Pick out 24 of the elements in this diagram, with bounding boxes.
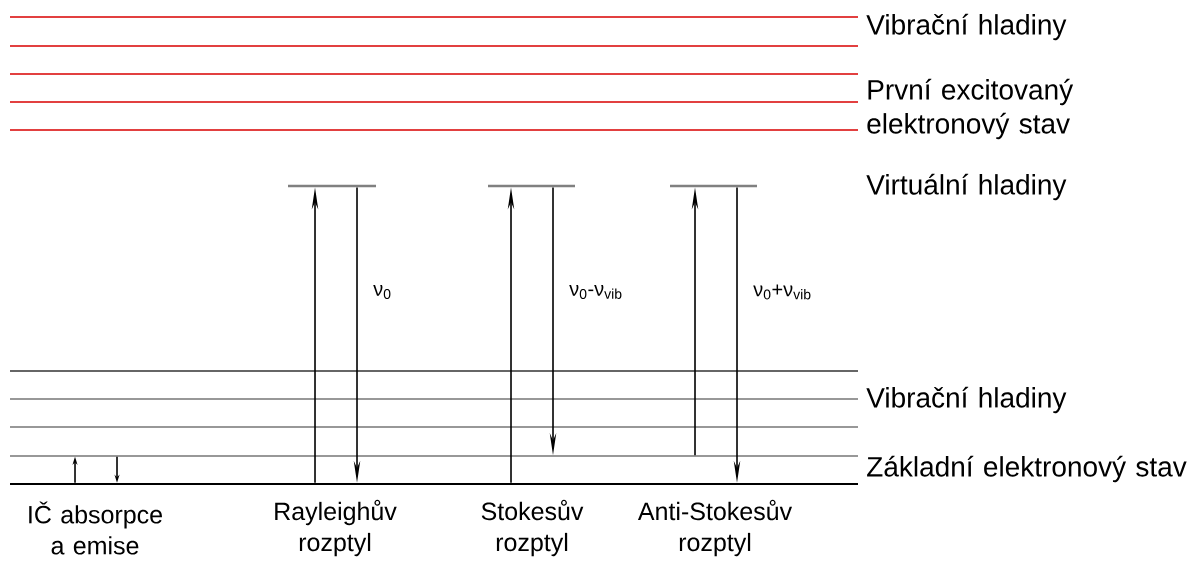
energy-level-line (10, 455, 858, 457)
energy-level-line (10, 16, 858, 18)
frequency-label: ν$_{0}$ (373, 285, 391, 299)
frequency-label: ν$_{0}$+ν$_{vib}$ (753, 284, 811, 300)
energy-level-line (10, 101, 858, 103)
level-label: Vibrační hladiny (866, 386, 1067, 414)
level-label: Virtuální hladiny (866, 173, 1067, 201)
energy-level-line (10, 45, 858, 47)
virtual-level-line (288, 184, 376, 188)
energy-level-line (10, 426, 858, 428)
virtual-level-line (670, 184, 757, 188)
level-label: Vibrační hladiny (866, 13, 1067, 41)
virtual-level-line (488, 184, 575, 188)
energy-level-line (10, 370, 858, 372)
level-label: Základní elektronový stav (867, 455, 1187, 483)
process-label: Stokesův rozptyl (481, 499, 584, 557)
process-label: Anti-Stokesův rozptyl (637, 499, 793, 557)
energy-level-line (10, 398, 858, 400)
level-label: První excitovaný elektronový stav (867, 78, 1074, 140)
process-label: Rayleighův rozptyl (275, 499, 397, 557)
energy-level-line (10, 73, 858, 75)
frequency-label: ν$_{0}$-ν$_{vib}$ (569, 285, 622, 299)
process-label: IČ absorpce a emise (29, 501, 162, 555)
energy-level-line (10, 129, 858, 131)
